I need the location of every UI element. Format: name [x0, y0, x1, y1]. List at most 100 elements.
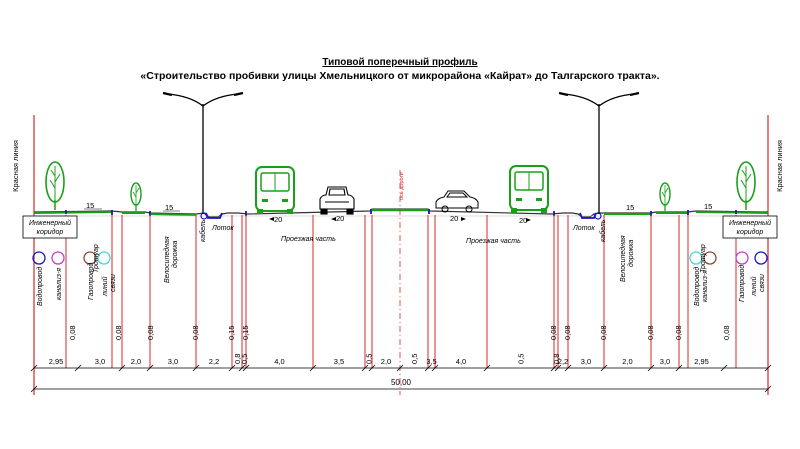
width-label: 3,5 — [426, 357, 436, 366]
tree-icon — [659, 182, 671, 212]
dimension-tick — [600, 364, 608, 372]
utility-label: Газопровод — [87, 263, 95, 300]
section-dividers — [65, 215, 737, 368]
dimension-tick — [550, 364, 558, 372]
tree-icon — [736, 161, 756, 211]
car-icon — [435, 190, 479, 213]
cable-label: кабель — [599, 219, 607, 242]
width-label: 2,95 — [694, 357, 709, 366]
engineering-corridor-right: Инженерный коридор — [722, 215, 778, 239]
level-label: 0,08 — [146, 325, 155, 340]
carriageway-label: Проезжая часть — [466, 238, 521, 245]
width-label: 0,8 — [233, 354, 242, 364]
width-label: 0,5 — [240, 354, 249, 364]
width-label: 0,5 — [517, 354, 526, 364]
dimension-tick — [192, 364, 200, 372]
cable-left — [200, 212, 208, 220]
utility-label: канализ-я — [702, 270, 709, 302]
width-label: 0,5 — [410, 354, 419, 364]
red-line-label-right: Красная линия — [775, 140, 784, 192]
slope-label: 15 — [704, 202, 712, 211]
dimension-tick — [564, 364, 572, 372]
dimension-tick — [228, 364, 236, 372]
dimension-tick — [764, 385, 772, 393]
road-axis-label: ось дороги — [399, 172, 405, 200]
dimension-tick — [30, 364, 38, 372]
width-label: 2,2 — [209, 357, 219, 366]
utility-label: Водопровод — [36, 267, 44, 306]
dimension-tick — [361, 364, 369, 372]
dimension-tick — [30, 385, 38, 393]
width-label: 2,0 — [381, 357, 391, 366]
level-label: 0,15 — [227, 325, 236, 340]
utility-circles — [32, 251, 768, 265]
width-label: 0,5 — [365, 354, 374, 364]
width-label: 3,0 — [95, 357, 105, 366]
utility-label: линий — [101, 276, 109, 297]
slope-arrows — [269, 217, 531, 222]
bike-path-label: Велосипедная — [619, 235, 627, 282]
slope-labels: 15 15 20 20 20 20 15 15 — [84, 201, 712, 225]
level-label: 0,08 — [549, 325, 558, 340]
carriageway-label: Проезжая часть — [281, 236, 336, 243]
width-label: 4,0 — [274, 357, 284, 366]
utility-label: Газопровод — [738, 265, 746, 302]
street-lamp-right — [558, 91, 640, 214]
street-lamp-left — [162, 91, 244, 214]
level-label: 0,15 — [241, 325, 250, 340]
tray-label: Лоток — [572, 225, 595, 232]
dimension-tick — [309, 364, 317, 372]
tree-icon — [45, 161, 65, 211]
slope-label: 20 — [450, 214, 458, 223]
dimension-tick — [146, 364, 154, 372]
engineering-corridor-left: Инженерный коридор — [22, 215, 78, 239]
width-label: 3,0 — [581, 357, 591, 366]
bike-path-label: дорожка — [627, 239, 635, 267]
dimension-tick — [720, 364, 728, 372]
bus-icon — [255, 166, 295, 215]
slope-label: 15 — [165, 203, 173, 212]
slope-label: 20 — [336, 214, 344, 223]
utility-label: связи — [759, 274, 766, 292]
lawn-strips — [33, 211, 769, 216]
utility-label: Водопровод — [693, 267, 701, 306]
profile-title: Типовой поперечный профиль — [322, 57, 478, 68]
dimension-tick — [396, 364, 404, 372]
level-label: 0,08 — [599, 325, 608, 340]
width-label: 2,2 — [558, 357, 568, 366]
level-label: 0,08 — [722, 325, 731, 340]
level-label: 0,08 — [646, 325, 655, 340]
bike-path-label: дорожка — [171, 240, 179, 268]
car-icon — [319, 186, 355, 215]
dimension-tick — [424, 364, 432, 372]
cable-label: кабель — [199, 219, 207, 242]
width-label: 0,8 — [552, 354, 561, 364]
dimension-tick — [242, 364, 250, 372]
width-label: 3,0 — [660, 357, 670, 366]
slope-label: 20 — [274, 215, 282, 224]
dimension-tick — [74, 364, 82, 372]
slope-label: 15 — [86, 201, 94, 210]
dimension-tick — [764, 364, 772, 372]
slope-label: 15 — [626, 203, 634, 212]
tray-label: Лоток — [211, 225, 234, 232]
corridor-label: коридор — [737, 228, 764, 236]
dimension-tick — [238, 364, 246, 372]
width-label: 2,0 — [622, 357, 632, 366]
utility-label: связи — [110, 274, 117, 292]
bike-path-label: Велосипедная — [163, 236, 171, 283]
corridor-label: Инженерный — [729, 219, 771, 227]
utility-label: канализ-я — [56, 268, 63, 300]
corridor-label: Инженерный — [29, 219, 71, 227]
tree-icon — [130, 182, 142, 212]
dimension-tick — [118, 364, 126, 372]
utility-label: линий — [750, 276, 758, 297]
dimension-tick — [647, 364, 655, 372]
dimension-ticks — [30, 364, 772, 393]
width-label: 4,0 — [456, 357, 466, 366]
cable-right — [594, 212, 602, 220]
dimension-tick — [675, 364, 683, 372]
